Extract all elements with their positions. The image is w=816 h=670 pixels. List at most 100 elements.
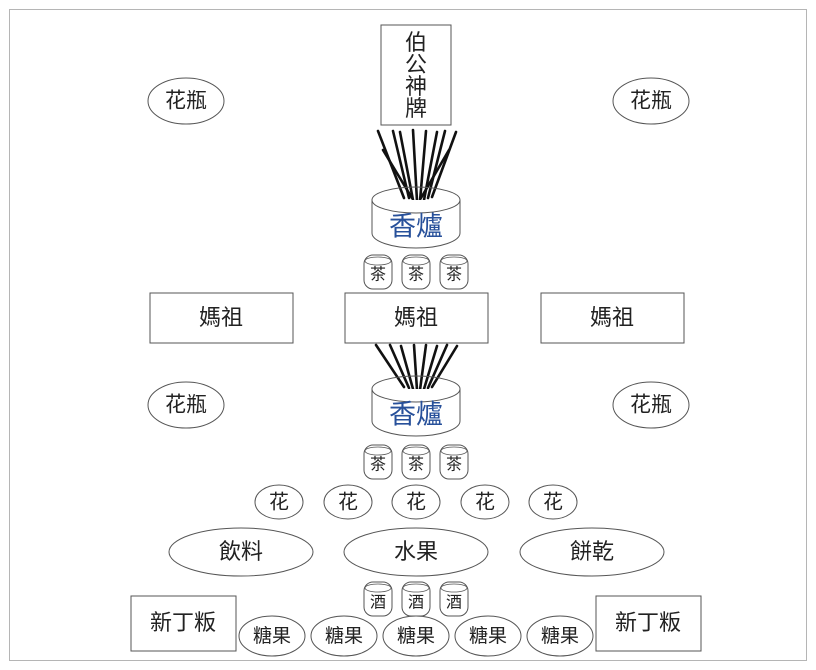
- deity-label: 媽祖: [590, 306, 634, 331]
- incense-stick: [418, 343, 428, 392]
- tea-cup: 茶: [439, 444, 469, 480]
- fruit-offering: 水果: [343, 527, 489, 577]
- tea-label: 茶: [446, 455, 462, 474]
- incense-burner-label: 香爐: [389, 212, 443, 243]
- candy-label: 糖果: [541, 625, 579, 647]
- flower-offering: 花: [528, 484, 578, 520]
- flower-offering: 花: [460, 484, 510, 520]
- candy-row: 糖果 糖果 糖果 糖果 糖果: [238, 615, 594, 657]
- biscuit-label: 餅乾: [570, 540, 614, 565]
- incense-stick: [388, 343, 411, 390]
- wine-label: 酒: [446, 593, 462, 612]
- incense-stick: [412, 343, 419, 392]
- incense-stick: [422, 344, 439, 391]
- incense-sticks-top: [376, 128, 458, 203]
- incense-stick: [411, 128, 419, 203]
- flower-label: 花: [475, 490, 495, 514]
- flower-label: 花: [338, 490, 358, 514]
- tea-label: 茶: [446, 265, 462, 284]
- new-ding-label: 新丁粄: [615, 611, 681, 636]
- flower-label: 花: [406, 490, 426, 514]
- vase-outline: [147, 77, 225, 125]
- cup-rim: [364, 256, 392, 266]
- tea-label: 茶: [408, 455, 424, 474]
- cup-outline: [439, 254, 469, 290]
- incense-stick: [398, 130, 415, 202]
- cup-rim: [402, 446, 430, 456]
- new-ding-right: 新丁粄: [595, 595, 702, 652]
- candy-offering: 糖果: [310, 615, 378, 657]
- wine-cup: 酒: [439, 581, 469, 617]
- candy-outline: [526, 615, 594, 657]
- drink-label: 飲料: [219, 540, 263, 565]
- drink-outline: [168, 527, 314, 577]
- deity-left: 媽祖: [149, 292, 294, 344]
- incense-stick: [374, 343, 406, 389]
- tea-cup: 茶: [439, 254, 469, 290]
- tablet-char-1: 伯: [405, 31, 427, 56]
- new-ding-label: 新丁粄: [150, 611, 216, 636]
- cup-outline: [363, 254, 393, 290]
- fruit-label: 水果: [394, 540, 438, 565]
- vase-bottom-left: 花瓶: [147, 381, 225, 429]
- biscuit-offering: 餅乾: [519, 527, 665, 577]
- drink-offering: 飲料: [168, 527, 314, 577]
- deity-box: [540, 292, 685, 344]
- cup-outline: [439, 581, 469, 617]
- vase-top-left: 花瓶: [147, 77, 225, 125]
- burner-body: [371, 200, 461, 249]
- tablet-char-2: 公: [405, 53, 427, 78]
- flower-offering: 花: [391, 484, 441, 520]
- tablet-char-3: 神: [405, 75, 427, 100]
- tea-cup: 茶: [363, 444, 393, 480]
- flower-outline: [460, 484, 510, 520]
- candy-offering: 糖果: [382, 615, 450, 657]
- candy-outline: [310, 615, 378, 657]
- candy-offering: 糖果: [238, 615, 306, 657]
- deity-right: 媽祖: [540, 292, 685, 344]
- tea-label: 茶: [370, 265, 386, 284]
- vase-bottom-right: 花瓶: [612, 381, 690, 429]
- candy-label: 糖果: [397, 625, 435, 647]
- flower-outline: [528, 484, 578, 520]
- new-ding-left: 新丁粄: [130, 595, 237, 652]
- wine-cup: 酒: [401, 581, 431, 617]
- tea-cups-top: 茶 茶 茶: [363, 254, 469, 290]
- candy-label: 糖果: [469, 625, 507, 647]
- candy-label: 糖果: [325, 625, 363, 647]
- biscuit-outline: [519, 527, 665, 577]
- flowers-row: 花 花 花 花 花: [254, 484, 578, 520]
- vase-top-right: 花瓶: [612, 77, 690, 125]
- wine-cup: 酒: [363, 581, 393, 617]
- wine-label: 酒: [408, 593, 424, 612]
- tea-label: 茶: [408, 265, 424, 284]
- candy-offering: 糖果: [526, 615, 594, 657]
- candy-outline: [454, 615, 522, 657]
- deity-label: 媽祖: [199, 306, 243, 331]
- vase-outline: [147, 381, 225, 429]
- incense-stick: [419, 148, 451, 200]
- burner-rim: [371, 375, 461, 403]
- vase-outline: [612, 77, 690, 125]
- cup-rim: [440, 256, 468, 266]
- candy-offering: 糖果: [454, 615, 522, 657]
- incense-sticks-bottom: [374, 343, 459, 392]
- tea-cups-bottom: 茶 茶 茶: [363, 444, 469, 480]
- cup-rim: [440, 446, 468, 456]
- cup-outline: [401, 444, 431, 480]
- deity-label: 媽祖: [394, 306, 438, 331]
- cup-rim: [364, 583, 392, 593]
- cup-outline: [439, 444, 469, 480]
- cup-outline: [363, 581, 393, 617]
- incense-stick: [426, 343, 449, 390]
- tea-label: 茶: [370, 455, 386, 474]
- tea-cup: 茶: [363, 254, 393, 290]
- deity-box: [344, 292, 489, 344]
- wine-cups: 酒 酒 酒: [363, 581, 469, 617]
- tablet-char-4: 牌: [405, 97, 427, 122]
- vase-outline: [612, 381, 690, 429]
- candy-outline: [238, 615, 306, 657]
- flower-label: 花: [269, 490, 289, 514]
- incense-stick: [418, 129, 428, 203]
- fruit-outline: [343, 527, 489, 577]
